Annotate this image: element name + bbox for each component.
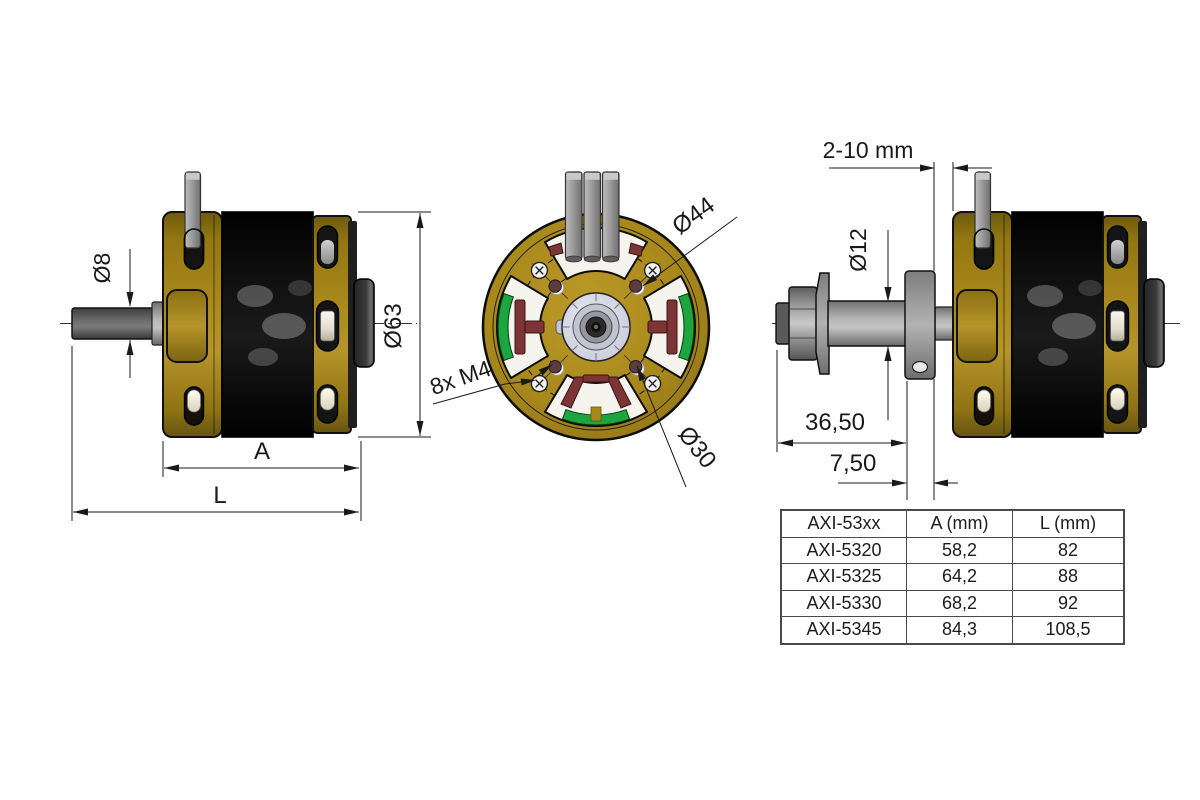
label-shaft-diameter: Ø8: [89, 253, 115, 284]
table-cell-model: AXI-5330: [780, 589, 907, 617]
side-view-left: Ø8 Ø63 A L: [60, 172, 431, 521]
table-cell-model: AXI-5325: [780, 563, 907, 591]
arrowhead: [933, 479, 948, 487]
table-cell-model: AXI-5320: [780, 536, 907, 564]
mount-flange: [904, 270, 936, 380]
shaft-hub: [555, 292, 631, 362]
table-header-l: L (mm): [1012, 509, 1125, 538]
countersunk-hole: [629, 279, 645, 296]
arrowhead: [73, 508, 88, 516]
table-header-a: A (mm): [906, 509, 1013, 538]
prop-adapter: [775, 270, 936, 380]
table-header-model: AXI-53xx: [780, 509, 907, 538]
countersunk-hole: [548, 279, 565, 296]
label-dim-a: A: [254, 438, 270, 465]
side-view-right: 2-10 mm Ø12 36,50 7,50: [772, 137, 1183, 500]
arrowhead: [344, 464, 359, 472]
arrowhead: [891, 439, 906, 447]
drive-washer: [815, 272, 830, 375]
spec-table: AXI-53xx A (mm) L (mm) AXI-5320 58,2 82 …: [780, 509, 1125, 645]
shaft-threaded-tip: [775, 302, 791, 345]
label-shaft-length: 36,50: [805, 409, 865, 436]
arrowhead: [520, 378, 536, 386]
wire: [601, 171, 620, 263]
arrowhead: [643, 274, 658, 286]
front-view: Ø44 8x M4 Ø30: [427, 171, 738, 488]
label-prop-clearance: 2-10 mm: [823, 137, 914, 163]
motor-shaft: [71, 307, 165, 340]
screw-phillips: [530, 261, 549, 280]
prop-shaft: [827, 300, 908, 347]
arrowhead: [953, 164, 968, 172]
dimension-shaft-length: [776, 350, 908, 500]
table-cell-a: 68,2: [906, 589, 1013, 617]
table-cell-a: 58,2: [906, 536, 1013, 564]
screw-phillips: [643, 374, 662, 393]
arrowhead: [920, 164, 935, 172]
table-cell-a: 84,3: [906, 616, 1013, 644]
table-cell-model: AXI-5345: [780, 616, 907, 644]
arrowhead: [884, 287, 892, 302]
magnet-gap-tab: [590, 406, 602, 422]
label-case-diameter: Ø63: [380, 303, 407, 348]
arrowhead: [637, 366, 646, 382]
arrowhead: [344, 508, 359, 516]
screw-phillips: [530, 374, 549, 393]
arrowhead: [416, 213, 424, 228]
windings: [514, 242, 678, 409]
wire: [583, 171, 602, 263]
arrowhead: [126, 292, 134, 307]
label-prop-shaft-diameter: Ø12: [845, 228, 871, 271]
table-cell-l: 108,5: [1012, 616, 1125, 644]
dimension-a-l: [71, 346, 362, 521]
arrowhead: [538, 364, 553, 376]
table-header-row: AXI-53xx A (mm) L (mm): [780, 509, 1125, 538]
label-flange-offset: 7,50: [830, 450, 877, 477]
table-cell-l: 88: [1012, 563, 1125, 591]
table-row: AXI-5345 84,3 108,5: [780, 616, 1125, 644]
arrowhead: [892, 479, 907, 487]
countersunk-hole: [548, 360, 565, 376]
table-row: AXI-5330 68,2 92: [780, 589, 1125, 617]
table-cell-a: 64,2: [906, 563, 1013, 591]
table-row: AXI-5320 58,2 82: [780, 536, 1125, 564]
table-row: AXI-5325 64,2 88: [780, 563, 1125, 591]
magnets: [497, 292, 695, 426]
magnet-right: [678, 292, 695, 362]
table-cell-l: 82: [1012, 536, 1125, 564]
label-mount-screws: 8x M4: [427, 355, 495, 400]
arrowhead: [884, 346, 892, 361]
flange-hole: [911, 360, 929, 374]
label-bolt-circle-outer: Ø44: [667, 192, 720, 241]
label-dim-l: L: [213, 482, 226, 509]
mount-screws-44: [530, 261, 662, 393]
arrowhead: [778, 439, 793, 447]
screw-phillips: [643, 261, 662, 280]
magnet-left: [497, 292, 514, 362]
prop-nut: [788, 286, 818, 361]
dimension-case-diameter: [358, 211, 431, 438]
arrowhead: [164, 464, 179, 472]
arrowhead: [416, 421, 424, 436]
dimension-prop-clearance: [829, 162, 992, 500]
phase-wires: [564, 171, 620, 263]
arrowhead: [126, 340, 134, 355]
table-cell-l: 92: [1012, 589, 1125, 617]
wire: [564, 171, 583, 263]
label-bolt-circle-inner: Ø30: [672, 421, 721, 473]
